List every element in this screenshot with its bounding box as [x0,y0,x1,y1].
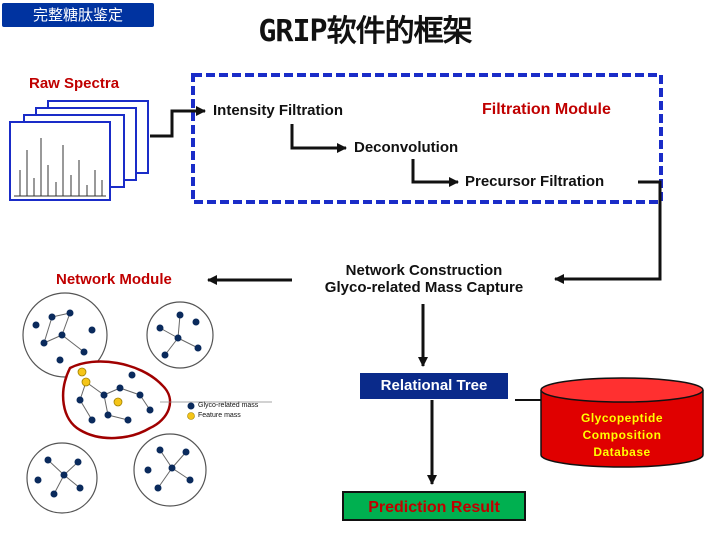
header-tag: 完整糖肽鉴定 [2,3,154,27]
network-construction-label: Network Construction Glyco-related Mass … [300,262,548,296]
network-cluster-bottom-right [133,433,207,507]
relational-tree-box: Relational Tree [360,373,508,399]
database-line1: Glycopeptide [580,411,663,425]
step-deconvolution: Deconvolution [354,139,459,156]
database-line2: Composition [582,428,662,442]
arrow-to-precursor [411,159,459,187]
raw-spectra-stack [9,100,149,201]
filtration-module-label: Filtration Module [482,101,611,118]
arrow-to-intensity [150,106,206,138]
network-cluster-highlighted [62,360,172,440]
prediction-result-box: Prediction Result [342,491,526,521]
page-title: GRIP软件的框架 [258,14,472,49]
network-construction-line1: Network Construction [345,262,503,279]
step-intensity-filtration: Intensity Filtration [213,102,344,119]
network-construction-line2: Glyco-related Mass Capture [324,279,524,296]
database-line3: Database [593,445,651,459]
filtration-module-border [191,73,663,204]
database-label: Glycopeptide Composition Database [560,410,684,461]
arrow-to-deconvolution [290,124,347,153]
legend-feature-marker [187,412,195,420]
legend-glyco-related-mass: Glyco-related mass [198,402,259,409]
legend-feature-mass: Feature mass [198,412,241,419]
network-module-label: Network Module [56,271,172,288]
raw-spectra-label: Raw Spectra [29,75,120,92]
network-legend [160,401,272,420]
step-precursor-filtration: Precursor Filtration [465,173,605,190]
network-cluster-bottom-left [26,442,98,514]
network-cluster-top-right [146,301,214,369]
legend-glyco-marker [187,402,195,410]
database-cylinder [540,377,704,468]
arrow-to-network-construction [554,180,662,284]
